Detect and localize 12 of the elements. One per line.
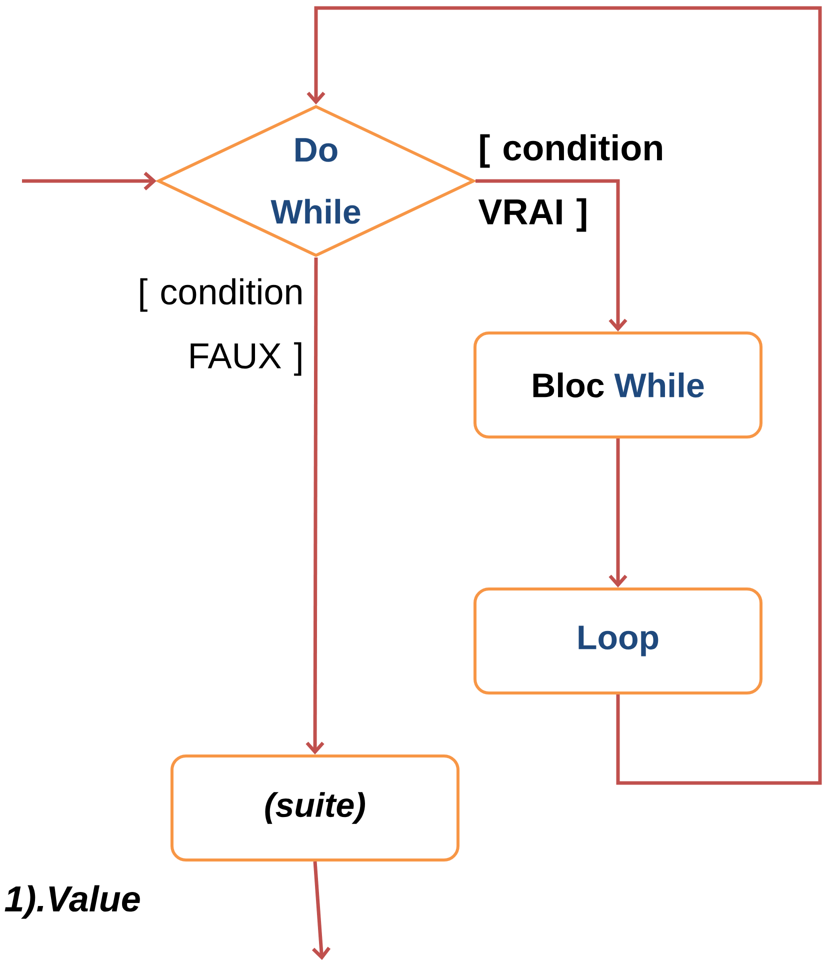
- arrow: [608, 438, 628, 588]
- process-box: (suite): [170, 754, 460, 862]
- arrow: [306, 258, 324, 754]
- arrow: [476, 179, 628, 332]
- arrow: [22, 172, 156, 190]
- code-text: 1).Value: [4, 885, 140, 919]
- arrow: [312, 861, 331, 960]
- edge-label: [ condition FAUX ]: [140, 278, 302, 376]
- arrow: [306, 6, 822, 785]
- process-box: Bloc While: [474, 332, 762, 438]
- edge-label: [ condition VRAI ]: [478, 134, 662, 232]
- process-box: Loop: [474, 588, 762, 694]
